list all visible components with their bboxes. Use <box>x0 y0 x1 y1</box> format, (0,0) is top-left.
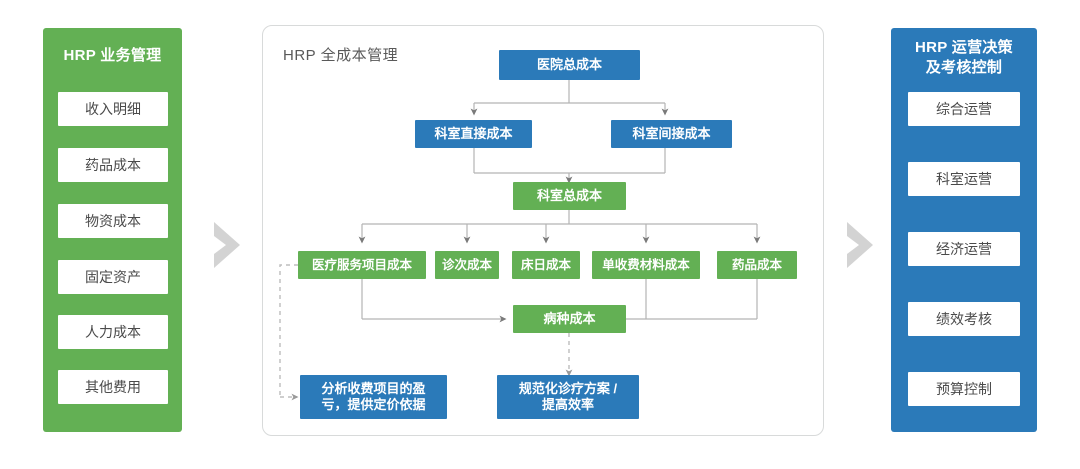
sidebar-item-economic-operations[interactable]: 经济运营 <box>908 232 1020 266</box>
sidebar-item-income-detail[interactable]: 收入明细 <box>58 92 168 126</box>
node-bed-day-cost[interactable]: 床日成本 <box>512 251 580 279</box>
node-visit-cost[interactable]: 诊次成本 <box>435 251 499 279</box>
node-chargeable-material-cost[interactable]: 单收费材料成本 <box>592 251 700 279</box>
node-disease-cost[interactable]: 病种成本 <box>513 305 626 333</box>
sidebar-item-budget-control[interactable]: 预算控制 <box>908 372 1020 406</box>
right-panel-title-line-1: HRP 运营决策 <box>915 39 1013 56</box>
sidebar-item-material-cost[interactable]: 物资成本 <box>58 204 168 238</box>
sidebar-item-drug-cost[interactable]: 药品成本 <box>58 148 168 182</box>
outcome-standard-line-1: 规范化诊疗方案 / <box>518 381 618 396</box>
sidebar-item-performance-appraisal[interactable]: 绩效考核 <box>908 302 1020 336</box>
sidebar-item-fixed-assets[interactable]: 固定资产 <box>58 260 168 294</box>
right-panel-title: HRP 运营决策 及考核控制 <box>891 38 1037 78</box>
sidebar-item-other-expenses[interactable]: 其他费用 <box>58 370 168 404</box>
left-panel-title: HRP 业务管理 <box>63 47 162 64</box>
center-panel-container <box>262 25 824 436</box>
chevron-right-icon-right <box>843 218 877 272</box>
node-outcome-standardized-treatment[interactable]: 规范化诊疗方案 / 提高效率 <box>497 375 639 419</box>
node-drug-cost[interactable]: 药品成本 <box>717 251 797 279</box>
right-panel-title-line-2: 及考核控制 <box>925 59 1003 76</box>
outcome-standard-line-2: 提高效率 <box>541 397 594 412</box>
sidebar-item-comprehensive-operations[interactable]: 综合运营 <box>908 92 1020 126</box>
node-department-direct-cost[interactable]: 科室直接成本 <box>415 120 532 148</box>
sidebar-item-department-operations[interactable]: 科室运营 <box>908 162 1020 196</box>
outcome-pricing-line-2: 亏，提供定价依据 <box>321 397 426 412</box>
node-department-total-cost[interactable]: 科室总成本 <box>513 182 626 210</box>
chevron-right-icon-left <box>210 218 244 272</box>
node-outcome-pricing-analysis[interactable]: 分析收费项目的盈 亏，提供定价依据 <box>300 375 447 419</box>
outcome-pricing-line-1: 分析收费项目的盈 <box>321 381 426 396</box>
sidebar-item-labor-cost[interactable]: 人力成本 <box>58 315 168 349</box>
center-panel-title: HRP 全成本管理 <box>283 47 399 64</box>
node-medical-service-item-cost[interactable]: 医疗服务项目成本 <box>298 251 426 279</box>
node-department-indirect-cost[interactable]: 科室间接成本 <box>611 120 732 148</box>
node-hospital-total-cost[interactable]: 医院总成本 <box>499 50 640 80</box>
